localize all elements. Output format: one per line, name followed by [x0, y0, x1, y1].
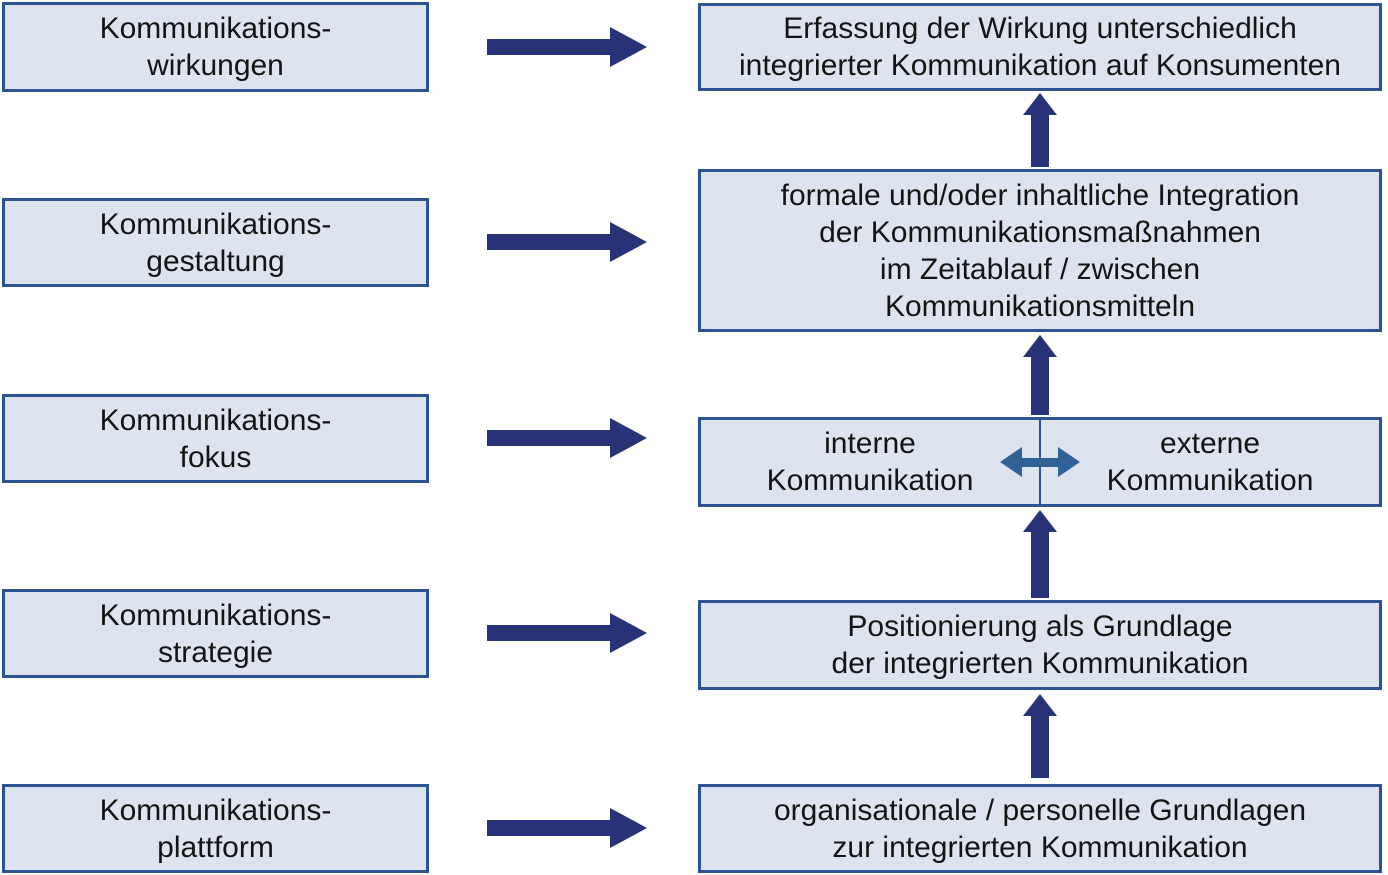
right-box-formale-integration: formale und/oder inhaltliche Integration… [698, 169, 1382, 332]
box-text-line: gestaltung [146, 244, 285, 278]
box-text-line: Kommunikation [766, 464, 974, 497]
arrow-up-icon [1023, 335, 1057, 415]
box-text-line: im Zeitablauf / zwischen [879, 252, 1201, 286]
box-text-line: Kommunikation [1106, 464, 1314, 497]
left-box-kommunikationsfokus: Kommunikations- fokus [2, 394, 429, 483]
box-text-line: externe [1159, 427, 1261, 460]
arrow-shaft [487, 625, 613, 641]
arrow-right-icon [487, 27, 647, 67]
box-text-line: der Kommunikationsmaßnahmen [819, 215, 1261, 249]
arrow-shaft [487, 234, 613, 250]
arrow-up-icon [1023, 93, 1057, 167]
arrow-head [610, 808, 647, 848]
double-arrow-right-head [1058, 447, 1080, 477]
box-text-line: Kommunikations- [99, 793, 332, 827]
arrow-shaft [487, 430, 613, 446]
arrow-right-icon [487, 222, 647, 262]
box-text-line: Kommunikations- [99, 12, 332, 45]
box-text-line: Erfassung der Wirkung unterschiedlich [783, 12, 1297, 45]
arrow-shaft [487, 39, 613, 55]
arrow-up-icon [1023, 694, 1057, 778]
arrow-right-icon [487, 613, 647, 653]
right-box-interne-externe-kommunikation: interne Kommunikation externe Kommunikat… [698, 417, 1382, 507]
arrow-head [610, 418, 647, 458]
box-text-line: organisationale / personelle Grundlagen [773, 793, 1307, 827]
left-box-kommunikationsstrategie: Kommunikations- strategie [2, 589, 429, 678]
arrow-shaft [1031, 355, 1049, 415]
right-box-organisationale-grundlagen: organisationale / personelle Grundlagen … [698, 784, 1382, 873]
left-box-kommunikationsgestaltung: Kommunikations- gestaltung [2, 198, 429, 287]
arrow-head [1023, 694, 1057, 716]
arrow-head [1023, 510, 1057, 532]
arrow-head [610, 27, 647, 67]
box-text-line: Positionierung als Grundlage [847, 610, 1233, 643]
arrow-up-icon [1023, 510, 1057, 598]
box-text-line: interne [824, 427, 916, 460]
internal-communication-cell: interne Kommunikation [701, 420, 1039, 504]
double-arrow-horizontal-icon [1000, 447, 1080, 477]
arrow-shaft [487, 820, 613, 836]
box-text-line: formale und/oder inhaltliche Integration [780, 178, 1300, 212]
box-text-line: fokus [179, 440, 252, 474]
arrow-head [610, 222, 647, 262]
right-box-erfassung-wirkung: Erfassung der Wirkung unterschiedlich in… [698, 3, 1382, 91]
box-text-line: Kommunikations- [99, 598, 332, 632]
arrow-right-icon [487, 808, 647, 848]
arrow-shaft [1031, 530, 1049, 598]
double-arrow-left-head [1000, 447, 1022, 477]
arrow-head [1023, 335, 1057, 357]
box-text-line: Kommunikations- [99, 207, 332, 241]
left-box-kommunikationswirkungen: Kommunikations- wirkungen [2, 2, 429, 92]
box-text-line: integrierter Kommunikation auf Konsument… [739, 49, 1341, 82]
box-text-line: der integrierten Kommunikation [831, 647, 1249, 680]
box-text-line: plattform [157, 830, 274, 864]
arrow-shaft [1031, 113, 1049, 167]
box-text-line: zur integrierten Kommunikation [832, 830, 1248, 864]
box-text-line: Kommunikations- [99, 403, 332, 437]
left-box-kommunikationsplattform: Kommunikations- plattform [2, 784, 429, 873]
box-text-line: Kommunikationsmitteln [884, 289, 1196, 323]
arrow-head [1023, 93, 1057, 115]
arrow-right-icon [487, 418, 647, 458]
box-text-line: strategie [157, 635, 274, 669]
external-communication-cell: externe Kommunikation [1041, 420, 1379, 504]
double-arrow-shaft [1022, 457, 1058, 467]
right-box-positionierung: Positionierung als Grundlage der integri… [698, 600, 1382, 690]
arrow-head [610, 613, 647, 653]
box-text-line: wirkungen [147, 49, 284, 82]
arrow-shaft [1031, 714, 1049, 778]
